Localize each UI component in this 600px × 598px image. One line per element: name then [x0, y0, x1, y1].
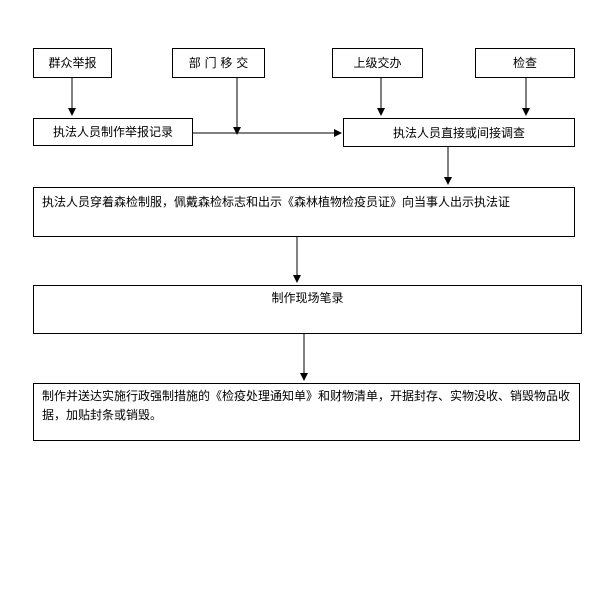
node-public-report: 群众举报 [33, 48, 112, 78]
node-label: 制作现场笔录 [271, 291, 344, 305]
node-label: 检查 [512, 56, 537, 70]
node-label: 制作并送达实施行政强制措施的《检疫处理通知单》和财物清单，开据封存、实物没收、销… [42, 389, 571, 422]
node-inspection: 检查 [475, 48, 575, 78]
node-superior-assign: 上级交办 [332, 48, 423, 78]
node-label: 上级交办 [353, 56, 402, 70]
node-label: 执法人员制作举报记录 [52, 125, 173, 139]
node-show-cert: 执法人员穿着森检制服，佩戴森检标志和出示《森林植物检疫员证》向当事人出示执法证 [33, 187, 575, 237]
node-investigate: 执法人员直接或间接调查 [343, 118, 575, 147]
node-label: 执法人员直接或间接调查 [392, 125, 525, 140]
node-enforcement: 制作并送达实施行政强制措施的《检疫处理通知单》和财物清单，开据封存、实物没收、销… [33, 383, 580, 441]
node-label: 群众举报 [48, 56, 97, 70]
node-record-report: 执法人员制作举报记录 [33, 118, 193, 146]
node-site-record: 制作现场笔录 [33, 285, 582, 334]
node-dept-transfer: 部 门 移 交 [172, 48, 265, 78]
node-label: 部 门 移 交 [188, 56, 249, 70]
node-label: 执法人员穿着森检制服，佩戴森检标志和出示《森林植物检疫员证》向当事人出示执法证 [42, 195, 511, 209]
